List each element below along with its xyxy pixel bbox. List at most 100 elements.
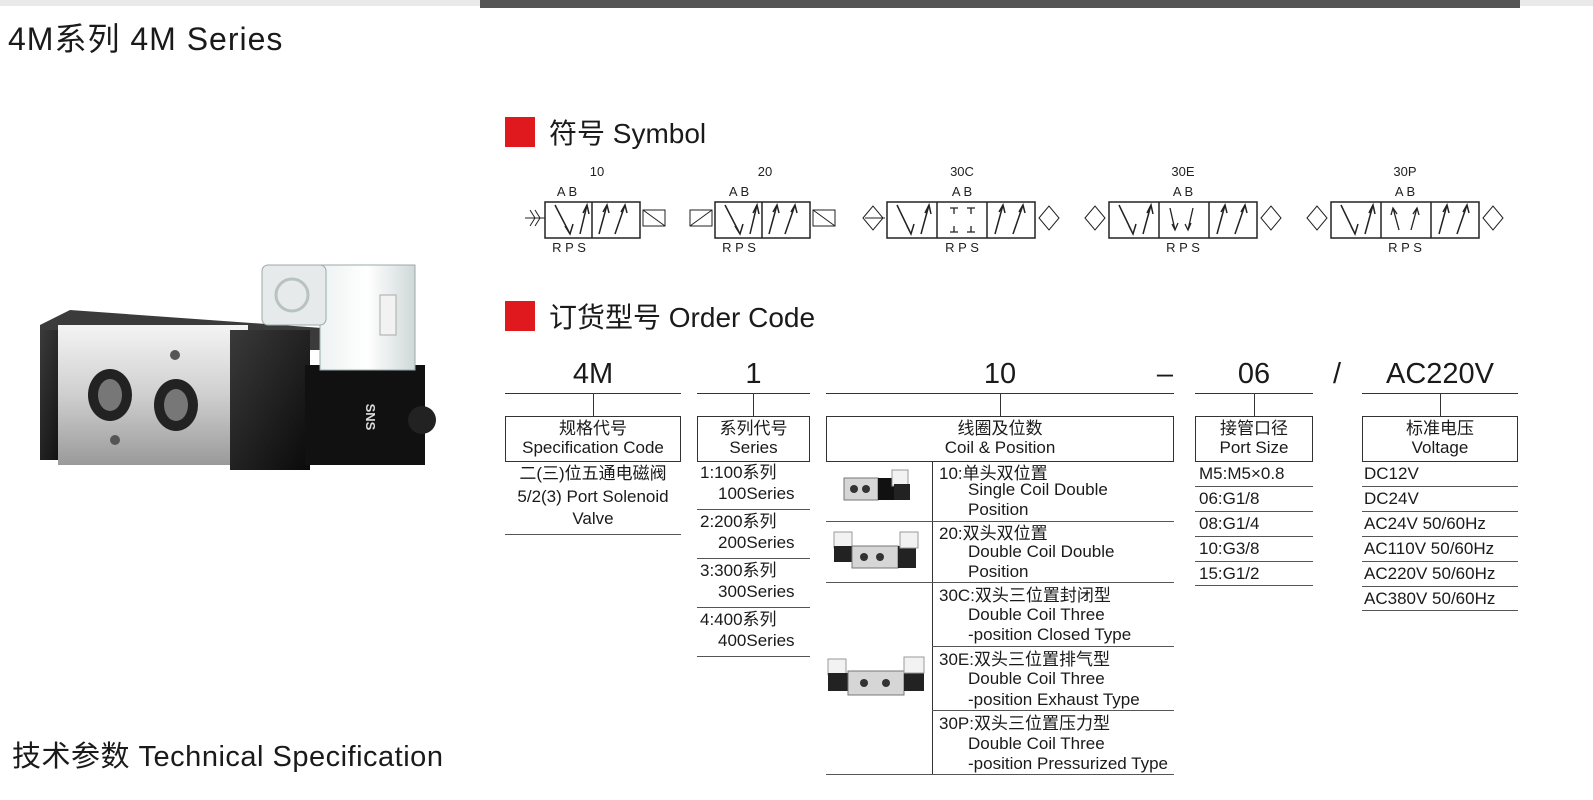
svg-text:30E: 30E [1171,164,1194,179]
technical-specification-title: 技术参数 Technical Specification [12,741,444,773]
code-separator-slash: / [1332,358,1342,390]
order-code-heading-text: 订货型号 Order Code [549,302,816,333]
divider [932,646,1174,647]
coil-brand-label: SNS [363,404,378,431]
divider [1362,561,1518,562]
svg-text:R P S: R P S [945,240,979,255]
divider [932,710,1174,711]
code-part-spec: 4M [572,358,614,390]
valve-thumbnail-10 [843,469,910,501]
coil-item-20-en-2: Position [968,562,1029,581]
divider [1195,536,1313,537]
series-item-4-en: 400Series [718,631,795,650]
coil-item-30e-en-2: -position Exhaust Type [968,690,1140,709]
coil-item-30e-cn: 30E:双头三位置排气型 [939,650,1110,669]
divider [1362,610,1518,611]
coil-position-box: 线圈及位数 Coil & Position [826,416,1174,462]
divider [1362,486,1518,487]
voltage-item-ac220v: AC220V 50/60Hz [1364,564,1496,583]
connector [1254,393,1255,416]
svg-text:R P S: R P S [1388,240,1422,255]
valve-symbols: 10 A B R P S 20 A B R P S 30C [525,164,1504,255]
voltage-item-dc12v: DC12V [1364,464,1419,483]
port-item-08: 08:G1/4 [1199,514,1260,533]
divider [826,521,1174,522]
svg-text:A B: A B [1173,184,1193,199]
symbol-30c: 30C A B R P S [862,164,1060,255]
series-item-4-cn: 4:400系列 [700,610,777,629]
box-cn-label: 规格代号 [559,419,627,438]
divider [1362,511,1518,512]
svg-text:R P S: R P S [722,240,756,255]
divider [1362,586,1518,587]
port-item-m5: M5:M5×0.8 [1199,464,1285,483]
divider [697,607,810,608]
valve-thumbnail-30 [827,656,925,696]
port-item-15: 15:G1/2 [1199,564,1260,583]
divider [1362,536,1518,537]
symbol-20: 20 A B R P S [689,164,836,255]
box-cn-label: 接管口径 [1220,419,1288,438]
svg-text:R P S: R P S [1166,240,1200,255]
box-cn-label: 标准电压 [1406,419,1474,438]
code-part-series: 1 [745,358,762,390]
top-dark-bar [480,0,1520,8]
divider [505,534,681,535]
code-part-port: 06 [1237,358,1271,390]
series-item-1-cn: 1:100系列 [700,463,777,482]
spec-line-1: 二(三)位五通电磁阀 [519,464,667,483]
coil-item-30p-en-1: Double Coil Three [968,734,1105,753]
symbol-heading: 符号 Symbol [505,112,706,152]
coil-column-divider [932,462,933,774]
voltage-item-ac380v: AC380V 50/60Hz [1364,589,1496,608]
divider [1195,561,1313,562]
series-item-1-en: 100Series [718,484,795,503]
symbol-heading-text: 符号 Symbol [549,118,707,149]
symbol-30e: 30E A B R P S [1084,164,1282,255]
series-item-2-cn: 2:200系列 [700,512,777,531]
svg-text:A B: A B [557,184,577,199]
svg-text:10: 10 [590,164,604,179]
voltage-box: 标准电压 Voltage [1362,416,1518,462]
spec-code-box: 规格代号 Specification Code [505,416,681,462]
coil-item-30p-cn: 30P:双头三位置压力型 [939,714,1110,733]
connector [1440,393,1441,416]
divider [697,509,810,510]
svg-text:20: 20 [758,164,772,179]
series-box: 系列代号 Series [697,416,810,462]
series-item-2-en: 200Series [718,533,795,552]
coil-item-20-en-1: Double Coil Double [968,542,1115,561]
coil-item-30e-en-1: Double Coil Three [968,669,1105,688]
coil-item-10-cn: 10:单头双位置 [939,464,1048,483]
svg-text:A B: A B [729,184,749,199]
box-cn-label: 线圈及位数 [957,419,1043,438]
box-en-label: Port Size [1219,438,1289,457]
box-en-label: Series [729,438,778,457]
box-cn-label: 系列代号 [719,419,788,438]
series-item-3-cn: 3:300系列 [700,561,777,580]
divider [697,558,810,559]
port-size-box: 接管口径 Port Size [1195,416,1313,462]
box-en-label: Voltage [1411,438,1469,457]
coil-item-30p-en-2: -position Pressurized Type [968,754,1169,773]
port-item-06: 06:G1/8 [1199,489,1260,508]
divider [1195,511,1313,512]
connector [593,393,594,416]
red-square-icon [505,117,535,147]
order-code-heading: 订货型号 Order Code [505,296,815,336]
svg-text:30P: 30P [1393,164,1416,179]
connector [1000,393,1001,416]
coil-item-20-cn: 20:双头双位置 [939,524,1048,543]
valve-product-photo: SNS [40,264,436,470]
coil-item-30c-en-1: Double Coil Three [968,605,1105,624]
code-separator-dash: – [1156,358,1174,390]
code-part-voltage: AC220V [1385,358,1494,390]
coil-item-10-en-1: Single Coil Double [968,480,1108,499]
coil-item-30c-en-2: -position Closed Type [968,625,1132,644]
series-item-3-en: 300Series [718,582,795,601]
svg-text:30C: 30C [950,164,974,179]
spec-line-3: Valve [572,509,614,528]
connector [753,393,754,416]
spec-line-2: 5/2(3) Port Solenoid [517,487,669,506]
page-title: 4M系列 4M Series [8,21,284,57]
